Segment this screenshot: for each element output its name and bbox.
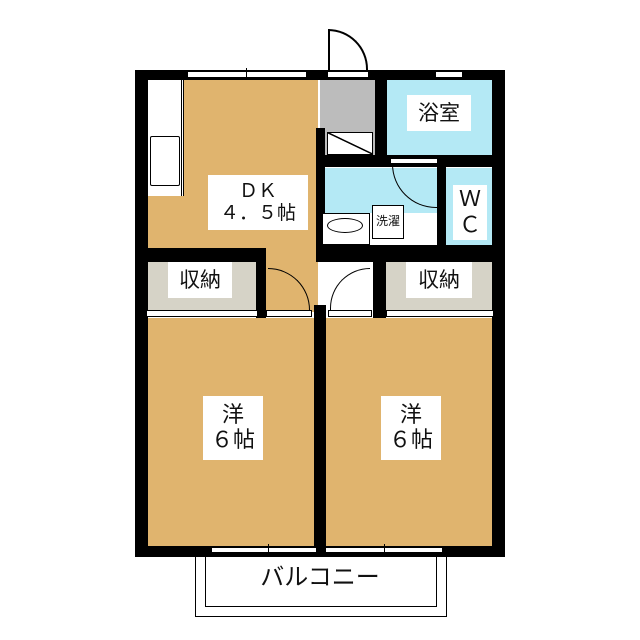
window-tick: [384, 544, 385, 556]
laundry-text: 洗濯: [375, 214, 400, 229]
bath-name: 浴室: [418, 100, 460, 125]
shoe-cabinet: [327, 132, 373, 155]
wall-rooms-divider: [314, 305, 326, 555]
dk-window: [188, 71, 306, 78]
western-left-size: ６帖: [210, 428, 255, 453]
western-left-label: 洋 ６帖: [203, 396, 263, 460]
window-tick: [246, 68, 247, 80]
dk-name: ＤＫ: [238, 179, 277, 202]
storage-right-label: 収納: [406, 262, 472, 298]
wc-line1: Ｗ: [458, 187, 481, 213]
balcony-name: バルコニー: [260, 563, 380, 592]
left-room-door-opening: [266, 310, 312, 317]
laundry-label: 洗濯: [372, 205, 404, 239]
wc-label: Ｗ Ｃ: [453, 185, 487, 240]
basin-bowl-icon: [327, 218, 363, 233]
wall-entrance-dk: [316, 128, 325, 258]
entrance-door-icon: [328, 29, 368, 71]
right-room-door-icon: [330, 268, 370, 310]
wall-entrance-bath: [375, 78, 387, 158]
western-left-name: 洋: [221, 402, 244, 428]
dk-label: ＤＫ ４．５帖: [208, 175, 308, 230]
storage-left-label: 収納: [168, 262, 232, 298]
wall-washroom-bottom: [316, 245, 505, 262]
dk-size: ４．５帖: [219, 201, 296, 224]
storage-right-name: 収納: [418, 267, 460, 292]
kitchen-sink: [150, 136, 180, 186]
entrance-door-opening: [328, 71, 368, 78]
wall-right-storage-left: [373, 255, 386, 318]
balcony-label: バルコニー: [240, 562, 400, 594]
window-tick: [268, 544, 269, 556]
bath-label: 浴室: [407, 95, 471, 131]
balcony: [195, 557, 447, 617]
wc-line2: Ｃ: [458, 212, 481, 238]
wall-left: [135, 70, 148, 557]
right-room-door-opening: [328, 310, 372, 317]
wall-left-storage-top: [135, 248, 265, 262]
western-right-name: 洋: [399, 402, 422, 428]
storage-right-door: [386, 310, 494, 317]
storage-left-name: 収納: [179, 267, 221, 292]
bath-window: [436, 71, 462, 78]
storage-left-door: [146, 310, 258, 317]
wall-wc-left: [437, 160, 446, 255]
western-right-size: ６帖: [388, 428, 433, 453]
balcony-inner: [205, 557, 437, 607]
wall-left-storage-right: [256, 248, 266, 318]
wall-right: [492, 70, 505, 557]
western-right-label: 洋 ６帖: [381, 396, 441, 460]
wall-top: [135, 70, 505, 80]
balcony-window-left: [212, 547, 316, 553]
